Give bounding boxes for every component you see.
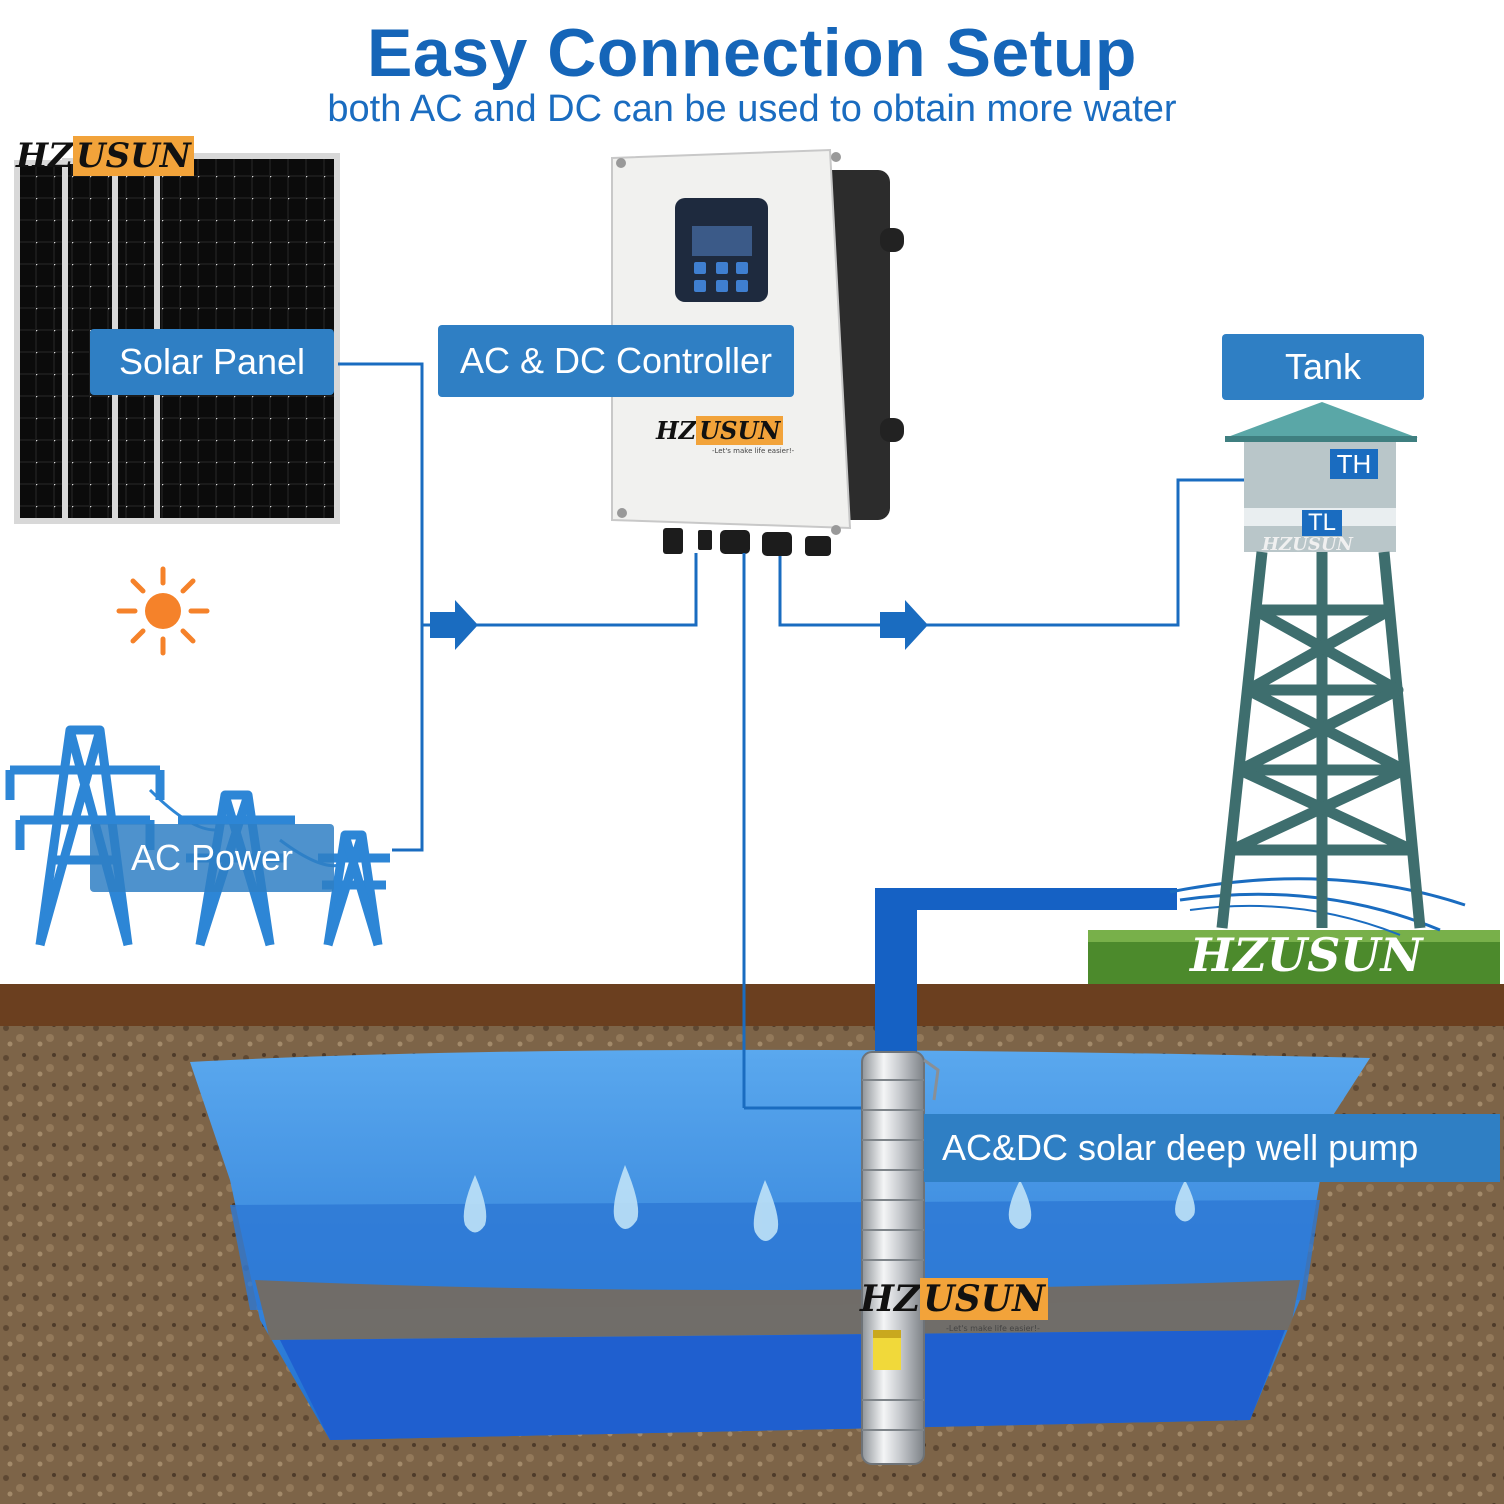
- brand-logo-tower: HZUSUN: [1262, 534, 1354, 555]
- tank-high-marker: TH: [1330, 449, 1378, 479]
- flow-arrow-icon: [430, 600, 928, 650]
- brand-logo-pump: HZUSUN: [860, 1278, 1048, 1320]
- controller-label: AC & DC Controller: [438, 325, 794, 397]
- brand-tagline-controller: -Let's make life easier!-: [712, 447, 795, 455]
- ac-power-label: AC Power: [90, 824, 334, 892]
- sun-icon: [116, 566, 210, 656]
- brand-tagline-pump: -Let's make life easier!-: [946, 1324, 1040, 1333]
- soil-top-strip: [0, 984, 1504, 1026]
- solar-panel-label: Solar Panel: [90, 329, 334, 395]
- aquifer-deep: [280, 1330, 1285, 1440]
- brand-logo-solar: HZUSUN: [16, 136, 194, 176]
- water-tower: [1216, 402, 1426, 929]
- page-title: Easy Connection Setup: [367, 15, 1137, 91]
- brand-logo-grass: HZUSUN: [1190, 928, 1423, 982]
- water-drop-icon: [463, 1165, 1195, 1241]
- pump: [861, 1051, 940, 1465]
- page-subtitle: both AC and DC can be used to obtain mor…: [327, 88, 1177, 130]
- tank-low-marker: TL: [1302, 509, 1342, 536]
- tank-label: Tank: [1222, 334, 1424, 400]
- water-pipe: [875, 888, 1177, 1068]
- pump-label: AC&DC solar deep well pump: [924, 1114, 1500, 1182]
